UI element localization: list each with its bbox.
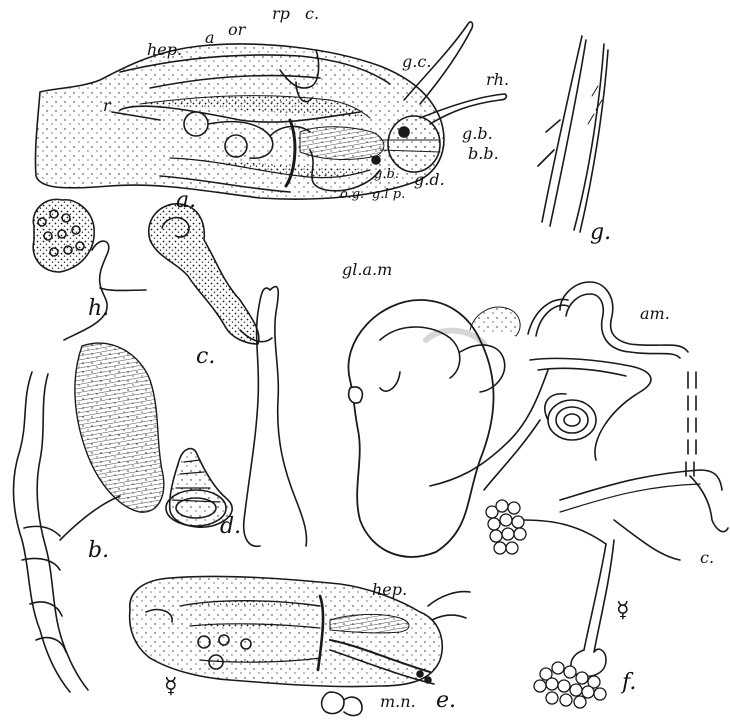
label-a-or: or bbox=[228, 22, 245, 38]
figure-label-h: h. bbox=[88, 298, 109, 320]
figure-e-drawing bbox=[130, 576, 470, 715]
label-f-glam: gl.a.m bbox=[342, 262, 392, 278]
figure-label-c: c. bbox=[196, 346, 215, 368]
label-a-rp: rp bbox=[272, 6, 290, 22]
label-a-hep: hep. bbox=[147, 42, 182, 58]
figure-label-g: g. bbox=[590, 222, 611, 244]
label-a-c: c. bbox=[305, 6, 319, 22]
label-a-r: r bbox=[103, 98, 111, 114]
label-e-hermaphrodite: ☿ bbox=[164, 676, 178, 698]
figure-label-a: a. bbox=[176, 190, 196, 212]
label-f-am: am. bbox=[640, 306, 670, 322]
label-a-gc: g.c. bbox=[402, 54, 431, 70]
figure-label-d: d. bbox=[220, 516, 241, 538]
figure-g-drawing bbox=[538, 36, 608, 232]
label-e-mn: m.n. bbox=[380, 694, 416, 710]
label-f-c: c. bbox=[700, 550, 714, 566]
label-a-gb: g.b. bbox=[462, 126, 493, 142]
label-a-gd: g.d. bbox=[414, 172, 445, 188]
figure-label-b: b. bbox=[88, 540, 109, 562]
label-e-hep: hep. bbox=[372, 582, 407, 598]
label-a-rh: rh. bbox=[486, 72, 509, 88]
label-f-hermaphrodite: ☿ bbox=[616, 600, 630, 622]
label-a-a: a bbox=[205, 30, 215, 46]
label-a-glp: g.l p. bbox=[372, 188, 405, 201]
figure-label-e: e. bbox=[436, 690, 456, 712]
label-a-gb2: g.b. bbox=[374, 168, 399, 181]
figure-label-f: f. bbox=[622, 672, 636, 694]
label-a-og: o.g. bbox=[340, 188, 364, 201]
label-a-bb: b.b. bbox=[468, 146, 499, 162]
